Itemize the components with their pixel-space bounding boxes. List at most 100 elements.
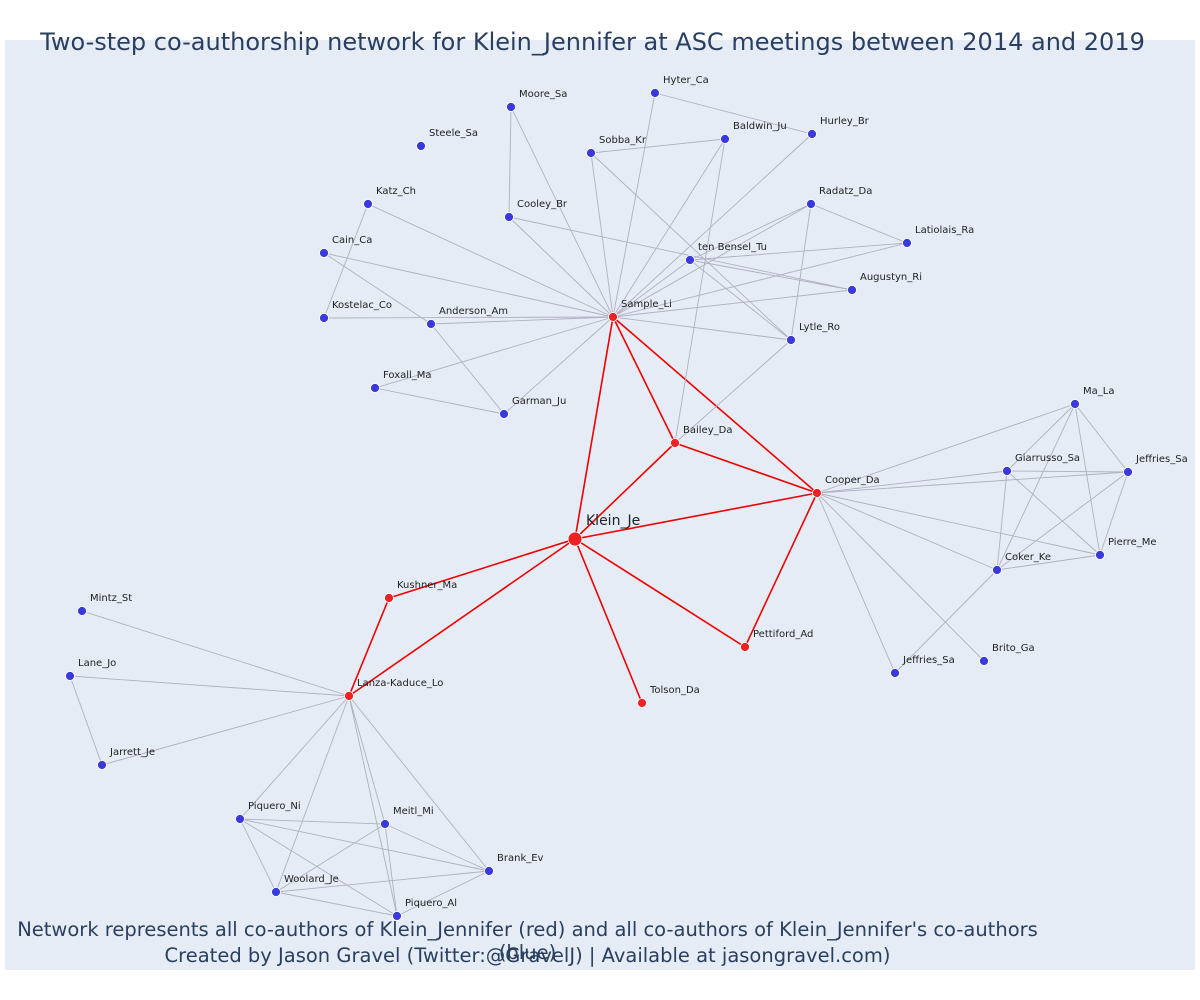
edge-meitl-mi-piquero-al — [384, 823, 398, 917]
node-label-sobba-kr: Sobba_Kr — [599, 135, 647, 146]
node-pettiford-ad[interactable] — [740, 642, 750, 652]
node-brank-ev[interactable] — [484, 866, 494, 876]
node-coker-ke[interactable] — [992, 565, 1002, 575]
node-label-giarrusso-sa: Giarrusso_Sa — [1015, 453, 1080, 464]
node-hyter-ca[interactable] — [650, 88, 660, 98]
edge-sample-li-hurley-br — [612, 133, 813, 318]
edge-piquero-ni-meitl-mi — [239, 818, 386, 825]
edge-sample-li-lytle-ro — [612, 316, 792, 341]
node-cooley-br[interactable] — [504, 212, 514, 222]
edges-layer — [69, 92, 1129, 917]
node-moore-sa[interactable] — [506, 102, 516, 112]
edge-woolard-je-piquero-al — [275, 891, 398, 917]
node-mintz-st[interactable] — [77, 606, 87, 616]
node-kostelac-co[interactable] — [319, 313, 329, 323]
node-label-latiolais-ra: Latiolais_Ra — [915, 225, 974, 236]
edge-ma-la-giarrusso-sa — [1006, 403, 1076, 472]
edge-ten-bensel-tu-latiolais-ra — [689, 242, 908, 261]
edge-sobba-kr-lytle-ro — [590, 152, 792, 341]
edge-lanza-kaduce-lo-meitl-mi — [348, 695, 386, 825]
node-cooper-da[interactable] — [812, 488, 822, 498]
node-cain-ca[interactable] — [319, 248, 329, 258]
edge-giarrusso-sa-coker-ke — [996, 470, 1008, 571]
edge-piquero-ni-woolard-je — [239, 818, 277, 893]
chart-title: Two-step co-authorship network for Klein… — [40, 28, 1145, 56]
edge-meitl-mi-woolard-je — [275, 823, 386, 893]
node-jarrett-je[interactable] — [97, 760, 107, 770]
node-label-lane-jo: Lane_Jo — [78, 658, 116, 669]
edge-lanza-kaduce-lo-piquero-al — [348, 695, 398, 917]
node-anderson-am[interactable] — [426, 319, 436, 329]
edge-hyter-ca-hurley-br — [654, 92, 813, 135]
edge-radatz-da-ten-bensel-tu — [689, 203, 812, 261]
edge-klein-je-pettiford-ad — [574, 538, 746, 648]
node-tolson-da[interactable] — [637, 698, 647, 708]
node-radatz-da[interactable] — [806, 199, 816, 209]
node-label-katz-ch: Katz_Ch — [376, 186, 416, 197]
node-sobba-kr[interactable] — [586, 148, 596, 158]
node-augustyn-ri[interactable] — [847, 285, 857, 295]
node-lanza-kaduce-lo[interactable] — [344, 691, 354, 701]
edge-coker-ke-jeffries-sa — [894, 569, 998, 674]
edge-piquero-ni-piquero-al — [239, 818, 398, 917]
edge-lanza-kaduce-lo-woolard-je — [275, 695, 350, 893]
node-label-hyter-ca: Hyter_Ca — [663, 75, 709, 86]
edge-cooper-da-ma-la — [816, 403, 1076, 494]
edge-giarrusso-sa-jeffries-sa — [1006, 470, 1129, 473]
edge-giarrusso-sa-pierre-me — [1006, 470, 1101, 556]
node-label-klein-je: Klein_Je — [586, 513, 640, 529]
node-pierre-me[interactable] — [1095, 550, 1105, 560]
node-jeffries-sa[interactable] — [890, 668, 900, 678]
edge-ma-la-pierre-me — [1074, 403, 1101, 556]
node-woolard-je[interactable] — [271, 887, 281, 897]
edge-klein-je-tolson-da — [574, 538, 643, 704]
node-kushner-ma[interactable] — [384, 593, 394, 603]
node-label-hurley-br: Hurley_Br — [820, 116, 870, 127]
edge-katz-ch-kostelac-co — [323, 203, 369, 319]
node-giarrusso-sa[interactable] — [1002, 466, 1012, 476]
edge-lanza-kaduce-lo-brank-ev — [348, 695, 490, 872]
edge-radatz-da-lytle-ro — [790, 203, 812, 341]
edge-ma-la-jeffries-sa — [1074, 403, 1129, 473]
node-label-mintz-st: Mintz_St — [90, 593, 132, 604]
edge-lanza-kaduce-lo-jarrett-je — [101, 695, 350, 766]
node-bailey-da[interactable] — [670, 438, 680, 448]
node-ma-la[interactable] — [1070, 399, 1080, 409]
edge-cooley-br-augustyn-ri — [508, 216, 853, 291]
node-katz-ch[interactable] — [363, 199, 373, 209]
node-jeffries-sa[interactable] — [1123, 467, 1133, 477]
edge-cain-ca-anderson-am — [323, 252, 432, 325]
node-hurley-br[interactable] — [807, 129, 817, 139]
plot-background — [5, 40, 1195, 970]
node-piquero-ni[interactable] — [235, 814, 245, 824]
node-steele-sa[interactable] — [416, 141, 426, 151]
edge-sample-li-kostelac-co — [323, 316, 614, 319]
node-label-kushner-ma: Kushner_Ma — [397, 580, 457, 591]
node-label-anderson-am: Anderson_Am — [439, 306, 508, 317]
node-label-meitl-mi: Meitl_Mi — [393, 806, 434, 817]
node-lane-jo[interactable] — [65, 671, 75, 681]
edge-lanza-kaduce-lo-mintz-st — [81, 610, 350, 697]
node-label-cooper-da: Cooper_Da — [825, 475, 880, 486]
node-baldwin-ju[interactable] — [720, 134, 730, 144]
node-garman-ju[interactable] — [499, 409, 509, 419]
node-latiolais-ra[interactable] — [902, 238, 912, 248]
node-label-woolard-je: Woolard_Je — [284, 874, 339, 885]
edge-meitl-mi-brank-ev — [384, 823, 490, 872]
node-label-lanza-kaduce-lo: Lanza-Kaduce_Lo — [357, 678, 443, 689]
edge-klein-je-kushner-ma — [388, 538, 576, 599]
node-label-cain-ca: Cain_Ca — [332, 235, 372, 246]
node-meitl-mi[interactable] — [380, 819, 390, 829]
edge-cooper-da-giarrusso-sa — [816, 470, 1008, 494]
node-brito-ga[interactable] — [979, 656, 989, 666]
node-klein-je[interactable] — [567, 531, 583, 547]
edge-cooper-da-pettiford-ad — [744, 492, 818, 648]
caption-description: Network represents all co-authors of Kle… — [17, 918, 1038, 964]
node-sample-li[interactable] — [608, 312, 618, 322]
caption-credit: Created by Jason Gravel (Twitter:@Gravel… — [164, 944, 891, 967]
node-foxall-ma[interactable] — [370, 383, 380, 393]
node-ten-bensel-tu[interactable] — [685, 255, 695, 265]
edge-sample-li-augustyn-ri — [612, 289, 853, 318]
node-lytle-ro[interactable] — [786, 335, 796, 345]
node-piquero-al[interactable] — [392, 911, 402, 921]
